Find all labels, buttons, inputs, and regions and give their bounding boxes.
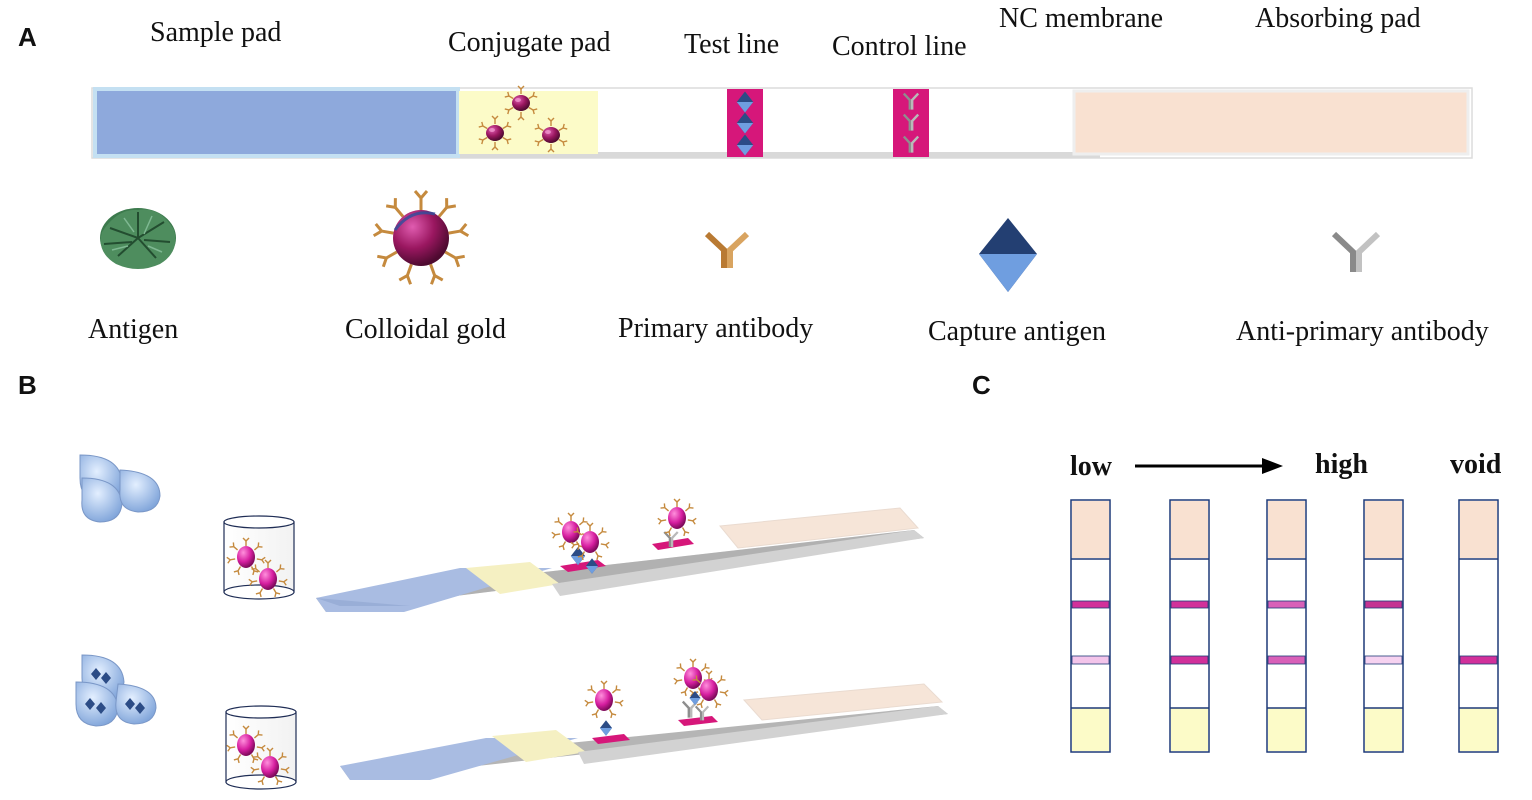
lateral-flow-strip [91, 86, 1473, 159]
anti-primary-antibody-icon [1331, 231, 1381, 272]
colloidal-gold-label: Colloidal gold [345, 314, 506, 345]
control-line-band [1170, 600, 1209, 609]
high-label: high [1315, 449, 1368, 480]
strip-3d-negative [316, 499, 924, 612]
control-line-band [1364, 600, 1403, 609]
conjugate-cup-bottom [225, 705, 297, 790]
absorbing-pad-zone [1171, 501, 1208, 558]
absorbing-pad-zone [1072, 501, 1109, 558]
result-strip [1458, 499, 1499, 753]
test-line-band [1071, 655, 1110, 665]
sample-pad-zone [1171, 708, 1208, 751]
absorbing-pad-zone [1460, 501, 1497, 558]
low-high-arrow [1135, 458, 1283, 474]
panel-label-c: C [972, 370, 991, 400]
absorbing-pad-zone [1268, 501, 1305, 558]
sample-pad-zone [1072, 708, 1109, 751]
antigen-icon [100, 208, 176, 269]
void-label: void [1450, 449, 1502, 480]
sample-pad-zone [1268, 708, 1305, 751]
strip-3d-positive [340, 659, 948, 780]
control-line-label: Control line [832, 31, 967, 62]
result-strip [1266, 499, 1307, 753]
capture-antigen-label: Capture antigen [928, 316, 1107, 347]
test-line-label: Test line [684, 29, 780, 60]
primary-antibody-label: Primary antibody [618, 313, 814, 344]
test-line-band [1267, 655, 1306, 665]
sample-drops-icon [79, 454, 161, 523]
panel-label-a: A [18, 22, 37, 52]
test-line-band [1364, 655, 1403, 665]
anti-primary-antibody-label: Anti-primary antibody [1236, 316, 1489, 347]
antigen-drops-icon [75, 654, 157, 727]
result-strip [1070, 499, 1111, 753]
test-line-band [1170, 655, 1209, 665]
test-line-band [1459, 655, 1498, 665]
absorbing-pad-zone [1365, 501, 1402, 558]
sample-pad [93, 87, 460, 158]
colloidal-gold-icon [372, 190, 470, 285]
result-strip [1363, 499, 1404, 753]
conjugate-pad-label: Conjugate pad [448, 27, 611, 58]
absorbing-pad [1072, 89, 1470, 156]
capture-antigen-icon [979, 218, 1037, 292]
result-strip [1169, 499, 1210, 753]
low-label: low [1070, 451, 1112, 482]
nc-membrane-label: NC membrane [999, 3, 1164, 34]
sample-pad-zone [1460, 708, 1497, 751]
primary-antibody-icon [704, 231, 750, 268]
control-line-band [1071, 600, 1110, 609]
absorbing-pad-label: Absorbing pad [1255, 3, 1421, 34]
control-line-band [1267, 600, 1306, 609]
antigen-label: Antigen [88, 314, 179, 345]
panel-label-b: B [18, 370, 37, 400]
sample-pad-label: Sample pad [150, 17, 282, 48]
control-line [893, 89, 929, 157]
sample-pad-zone [1365, 708, 1402, 751]
conjugate-cup-top [223, 515, 295, 600]
